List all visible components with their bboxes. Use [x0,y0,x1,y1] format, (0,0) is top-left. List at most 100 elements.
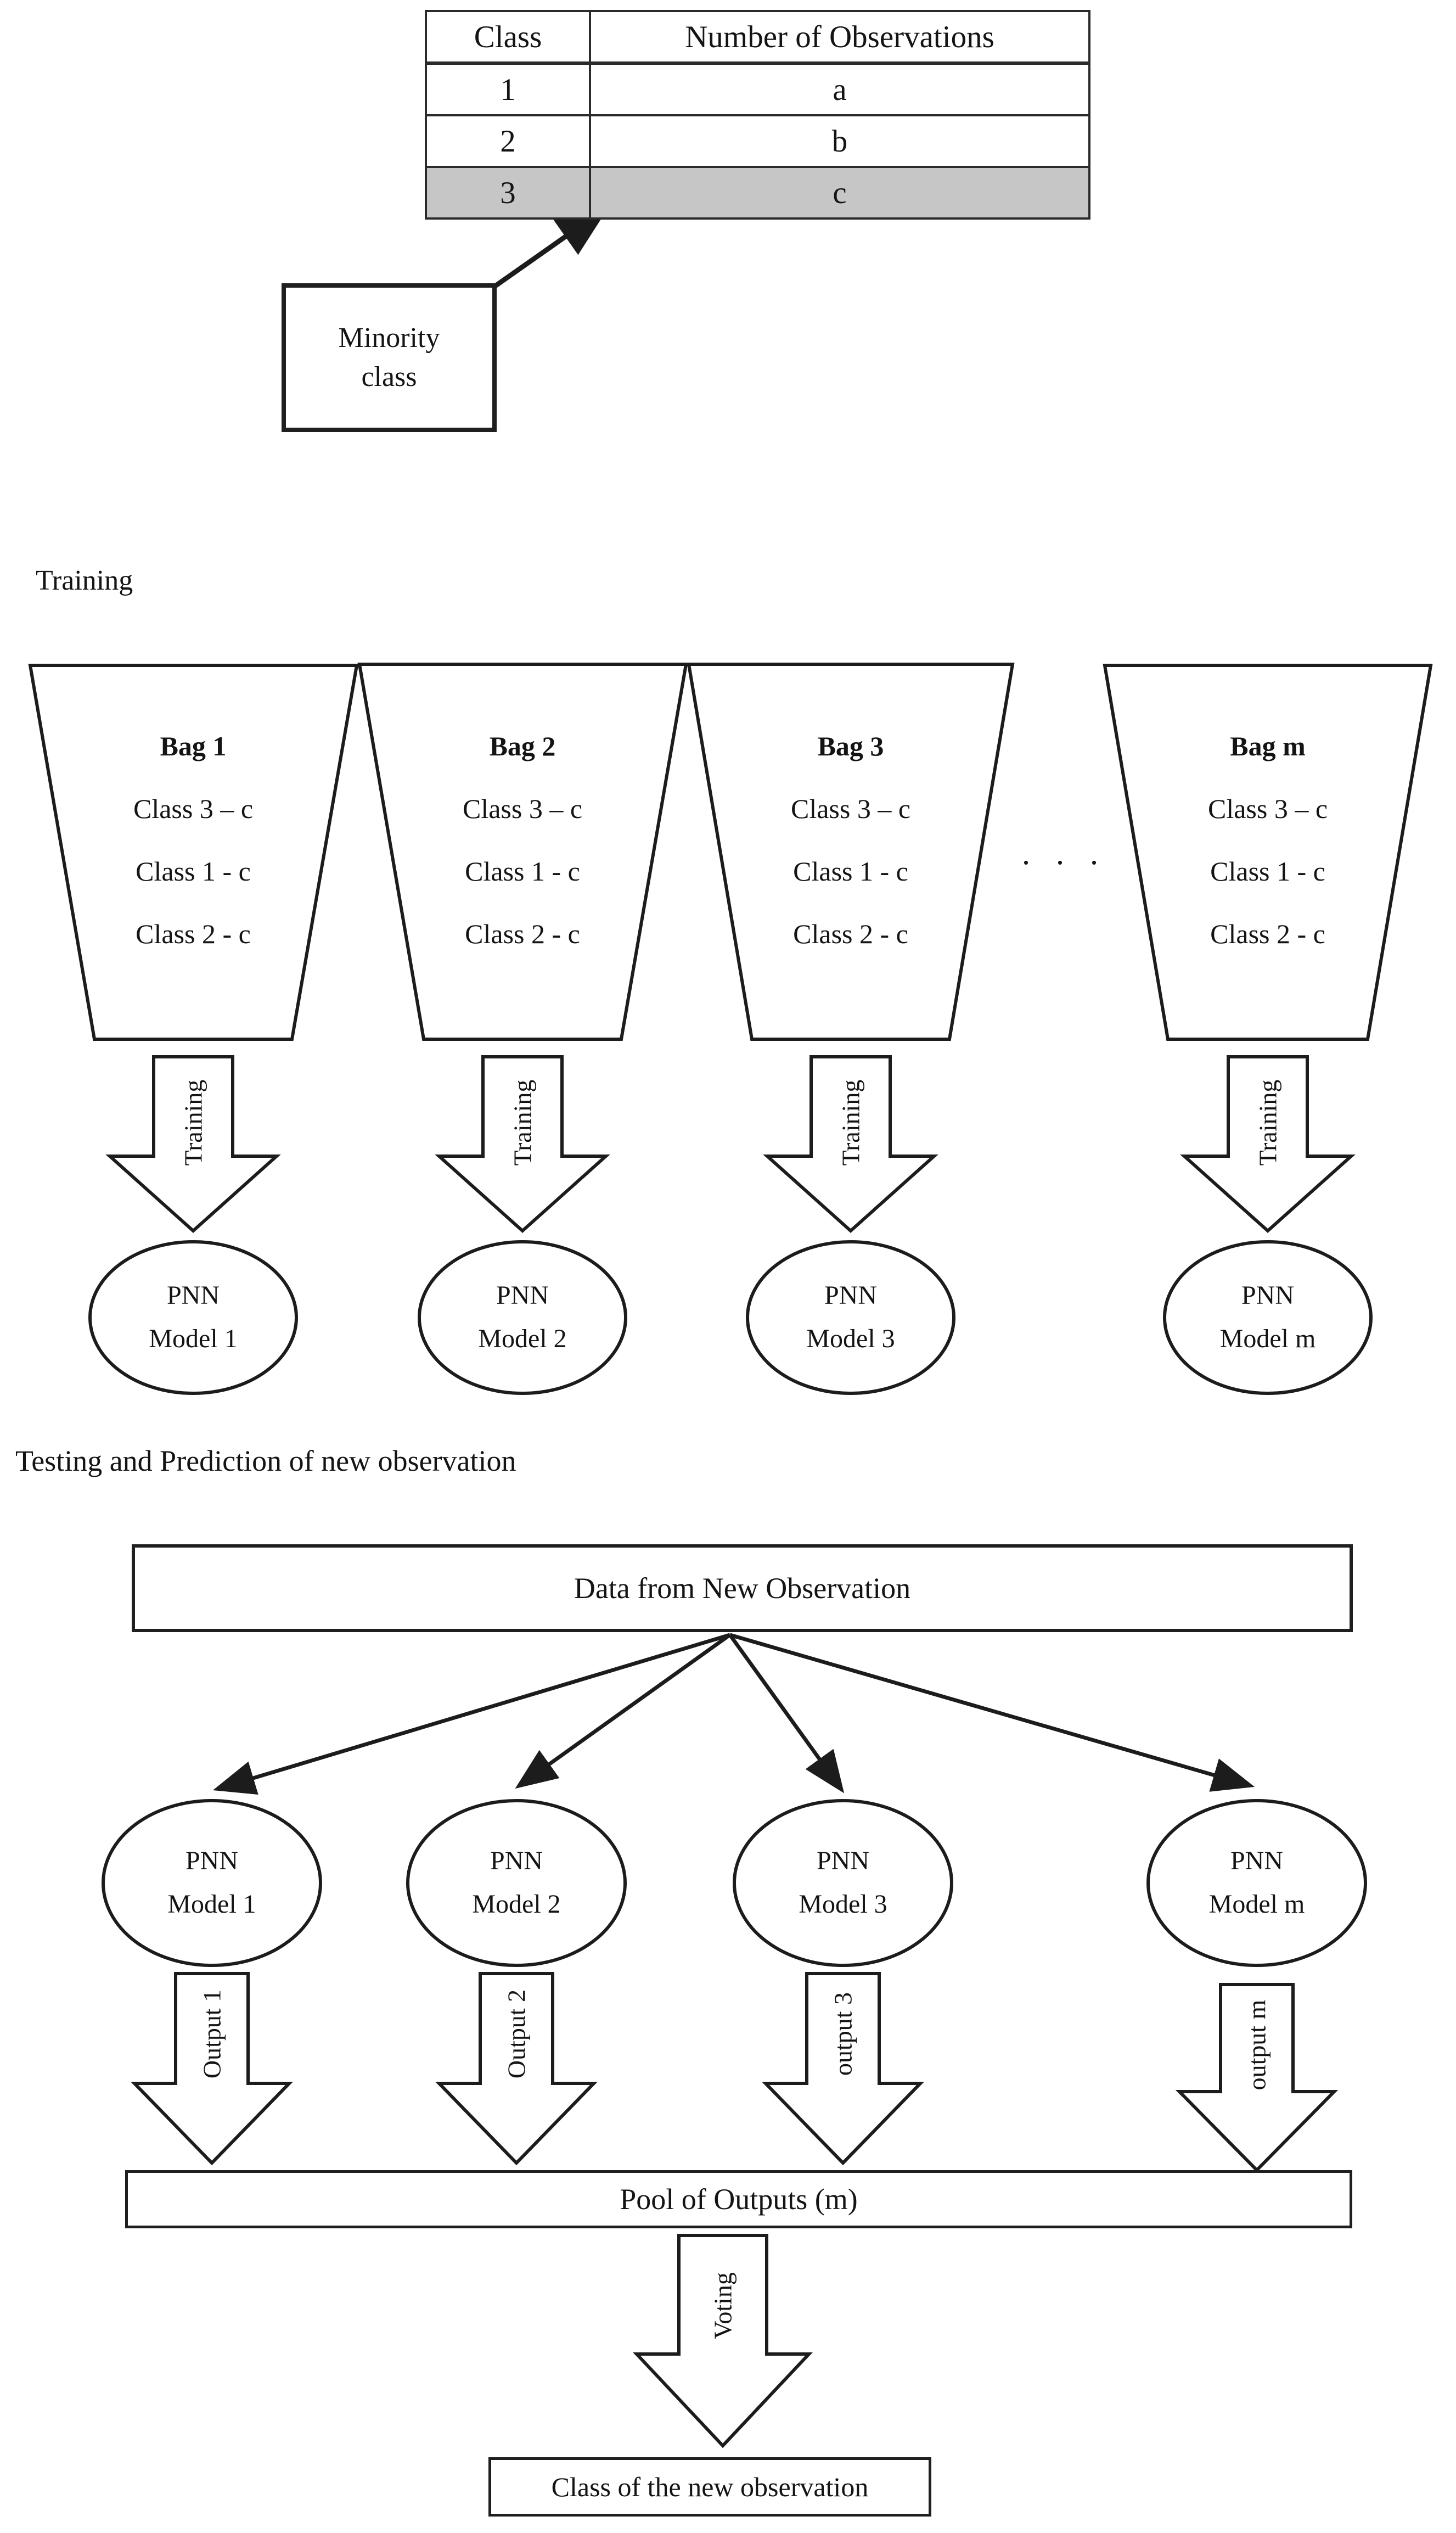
table-cell-obs-a: a [589,62,1090,117]
table-cell-class-1: 1 [425,62,591,117]
ellipsis-dots: . . . [1022,835,1107,871]
minority-class-label: Minority class [338,322,440,393]
model-line: Model 1 [149,1324,238,1354]
data-from-new-observation-box: Data from New Observation [132,1544,1353,1632]
training-model-2-label: PNN Model 2 [413,1274,632,1360]
fan-arrow-3 [728,1633,845,1794]
bag-item: Class 3 – c [133,793,254,824]
testing-model-3-shape [733,1799,953,1967]
model-line: PNN [496,1281,549,1310]
training-arrow-label: Training [836,1079,865,1166]
pool-box-label: Pool of Outputs (m) [620,2183,858,2216]
testing-model-3-label: PNN Model 3 [733,1839,953,1926]
data-box-label: Data from New Observation [574,1572,911,1605]
voting-arrow [633,2234,813,2448]
model-line: Model 2 [478,1324,567,1354]
output-arrow-label: output m [1243,1999,1271,2091]
training-model-2-shape [418,1240,627,1395]
bag-item: Class 2 - c [136,918,251,949]
model-line: Model m [1219,1324,1316,1354]
testing-model-1-label: PNN Model 1 [102,1839,322,1926]
model-line: PNN [490,1846,543,1875]
bag-2: Bag 2 Class 3 – c Class 1 - c Class 2 - … [380,730,665,966]
testing-model-m-label: PNN Model m [1147,1839,1367,1926]
bag-3-shape [687,663,1015,1041]
training-arrow-2 [435,1055,610,1234]
table-row: 1 a [425,62,1090,117]
training-model-1-label: PNN Model 1 [83,1274,303,1360]
bag-2-shape [357,663,688,1041]
fan-arrow-1 [212,1633,731,1795]
testing-model-1-shape [102,1799,322,1967]
bag-item: Class 2 - c [1210,918,1325,949]
training-model-3-shape [746,1240,955,1395]
class-observations-table: Class Number of Observations 1 a 2 b 3 c [425,9,1090,220]
model-line: Model m [1208,1890,1305,1919]
output-arrow-3 [761,1972,925,2166]
bag-item: Class 1 - c [465,856,580,887]
bag-item: Class 2 - c [465,918,580,949]
training-model-3-label: PNN Model 3 [741,1274,960,1360]
bag-title: Bag 1 [160,731,227,761]
table-cell-obs-b: b [589,114,1090,169]
bag-m: Bag m Class 3 – c Class 1 - c Class 2 - … [1125,730,1410,966]
bag-item: Class 1 - c [136,856,251,887]
model-line: PNN [1241,1281,1295,1310]
model-line: Model 2 [472,1890,561,1919]
result-class-box: Class of the new observation [488,2457,931,2517]
training-section-label: Training [36,565,133,596]
model-line: PNN [1230,1846,1284,1875]
bag-title: Bag 2 [489,731,556,761]
voting-arrow-label: Voting [709,2272,737,2339]
table-header-class: Class [425,9,591,65]
bag-title: Bag m [1230,731,1306,761]
pool-of-outputs-box: Pool of Outputs (m) [125,2170,1352,2228]
fan-arrow-2 [515,1633,732,1789]
training-arrow-label: Training [1253,1079,1282,1166]
bag-title: Bag 3 [817,731,884,761]
table-header-observations: Number of Observations [589,9,1090,65]
table-header-row: Class Number of Observations [425,9,1090,65]
training-model-1-shape [88,1240,298,1395]
training-arrow-label: Training [179,1079,207,1166]
training-model-m-label: PNN Model m [1158,1274,1378,1360]
output-arrow-1 [130,1972,294,2166]
testing-model-2-label: PNN Model 2 [407,1839,626,1926]
table-cell-class-3: 3 [425,166,591,220]
minority-class-callout: Minority class [282,283,497,432]
output-arrow-2 [435,1972,598,2166]
training-arrow-1 [105,1055,281,1234]
model-line: Model 3 [806,1324,895,1354]
table-row-minority: 3 c [425,166,1090,220]
training-arrow-m [1180,1055,1356,1234]
bag-item: Class 2 - c [793,918,908,949]
output-arrow-m [1175,1983,1339,2173]
bag-item: Class 3 – c [1207,793,1328,824]
output-arrow-label: Output 1 [198,1989,226,2079]
testing-model-m-shape [1146,1799,1367,1967]
table-row: 2 b [425,114,1090,169]
fan-arrow-m [729,1633,1255,1792]
bag-1-shape [28,664,359,1041]
bag-item: Class 3 – c [790,793,911,824]
training-model-m-shape [1163,1240,1373,1395]
model-line: Model 3 [799,1890,887,1919]
bag-m-shape [1103,664,1433,1041]
bag-item: Class 1 - c [793,856,908,887]
output-arrow-label: Output 2 [502,1989,531,2079]
table-cell-class-2: 2 [425,114,591,169]
testing-model-2-shape [406,1799,627,1967]
output-arrow-label: output 3 [829,1992,857,2076]
table-cell-obs-c: c [589,166,1090,220]
training-arrow-3 [763,1055,938,1234]
minority-arrow [491,205,610,290]
result-box-label: Class of the new observation [551,2472,869,2502]
bag-3: Bag 3 Class 3 – c Class 1 - c Class 2 - … [708,730,993,966]
model-line: PNN [824,1281,878,1310]
training-arrow-label: Training [508,1079,537,1166]
model-line: PNN [185,1846,239,1875]
model-line: Model 1 [167,1890,256,1919]
model-line: PNN [166,1281,220,1310]
